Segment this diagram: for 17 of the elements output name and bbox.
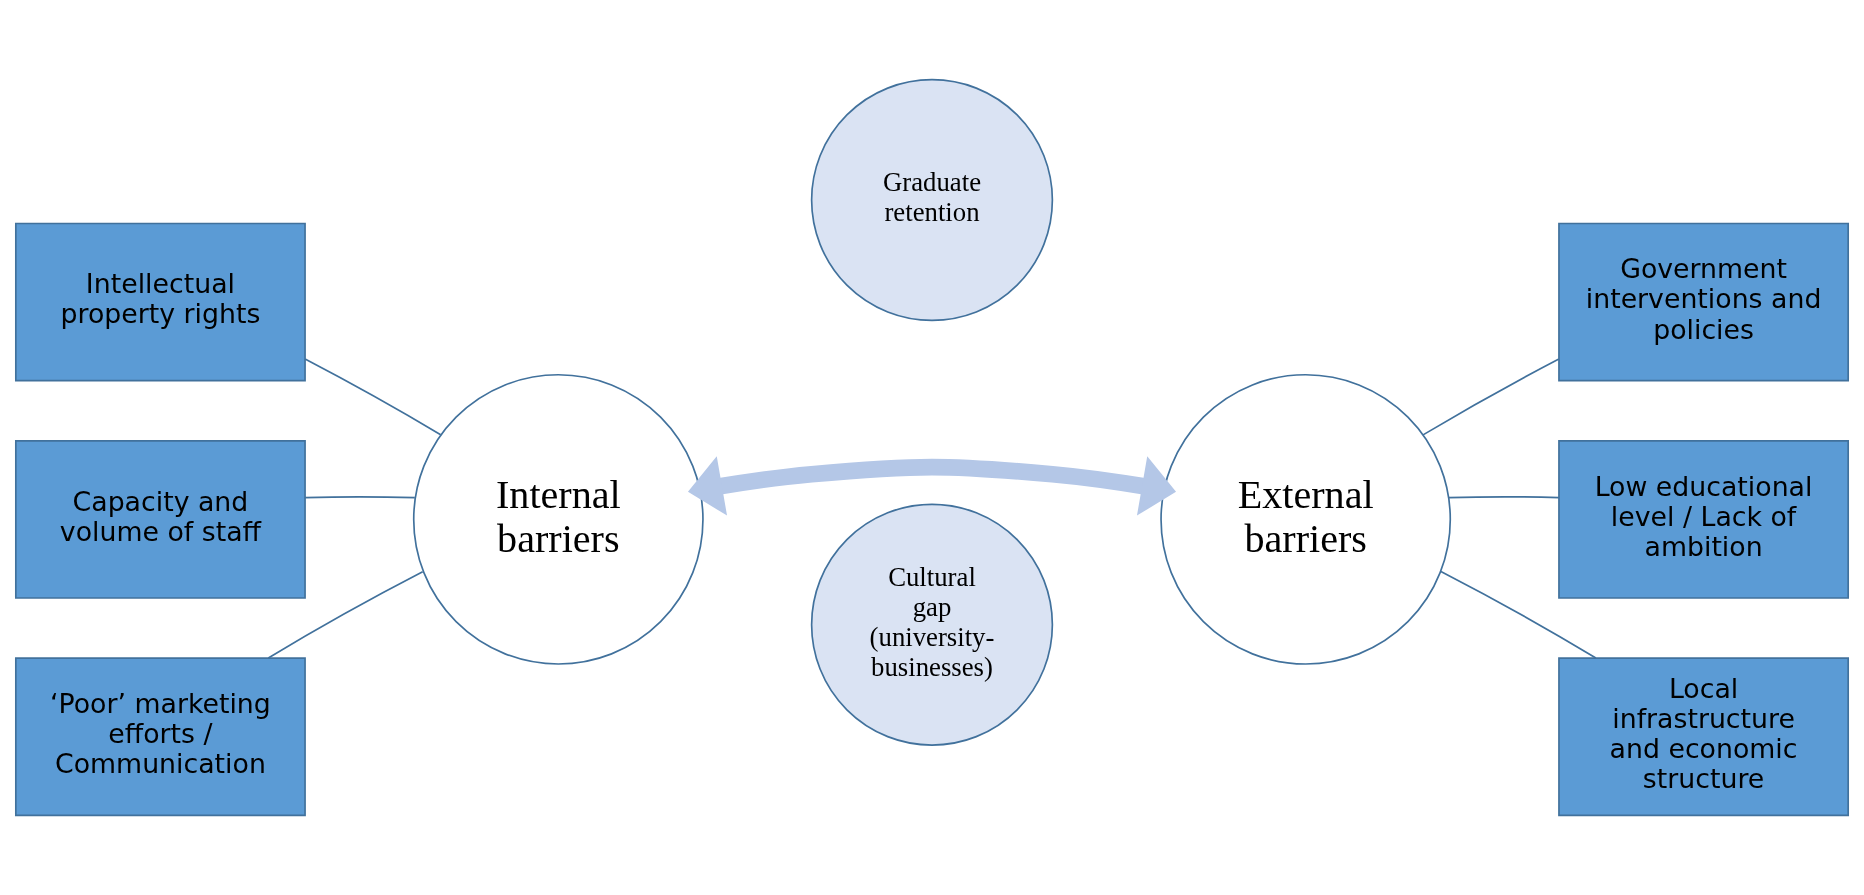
arrow — [687, 456, 1177, 516]
connector — [1447, 496, 1560, 499]
node-circle: Graduate retention — [810, 78, 1054, 322]
node-circle: Cultural gap (university-businesses) — [810, 503, 1054, 746]
node-circle: External barriers — [1160, 373, 1452, 665]
node-box: Capacity and volume of staff — [14, 439, 306, 599]
node-box: ‘Poor’ marketing efforts / Communication — [14, 657, 306, 817]
connector — [304, 358, 442, 436]
connector — [304, 496, 416, 499]
node-box: Low educational level / Lack of ambition — [1558, 439, 1850, 599]
connector — [267, 570, 424, 659]
connector — [1422, 358, 1560, 436]
node-circle: Internal barriers — [412, 373, 704, 665]
node-box: Intellectual property rights — [14, 222, 306, 382]
node-box: Government interventions and policies — [1558, 222, 1850, 382]
node-box: Local infrastructure and economic structure — [1558, 657, 1850, 817]
connector — [1440, 570, 1597, 659]
